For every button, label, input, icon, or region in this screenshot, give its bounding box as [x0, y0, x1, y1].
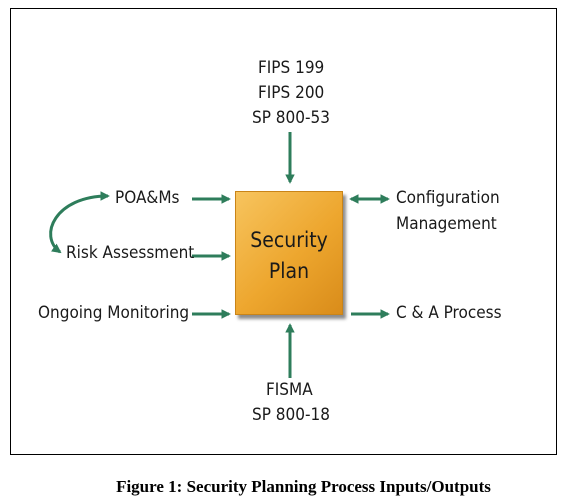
input-ongoing-monitoring: Ongoing Monitoring [38, 303, 190, 323]
input-fips-199: FIPS 199 [258, 58, 325, 78]
input-fisma: FISMA [266, 380, 313, 400]
security-plan-title-line1: Security [250, 228, 328, 252]
figure-caption: Figure 1: Security Planning Process Inpu… [116, 477, 491, 496]
output-configuration-line2: Management [396, 214, 497, 234]
output-configuration-line1: Configuration [396, 188, 500, 208]
security-plan-box: Security Plan [235, 191, 343, 315]
figure-frame [10, 8, 557, 455]
input-fips-200: FIPS 200 [258, 83, 325, 103]
arrow-poams-risk-cycle [49, 191, 110, 254]
security-plan-title-line2: Plan [268, 259, 310, 283]
output-ca-process: C & A Process [396, 303, 502, 323]
input-poams: POA&Ms [115, 188, 180, 208]
input-risk-assessment: Risk Assessment [66, 243, 195, 263]
input-sp-800-53: SP 800-53 [252, 108, 330, 128]
input-sp-800-18: SP 800-18 [252, 405, 330, 425]
